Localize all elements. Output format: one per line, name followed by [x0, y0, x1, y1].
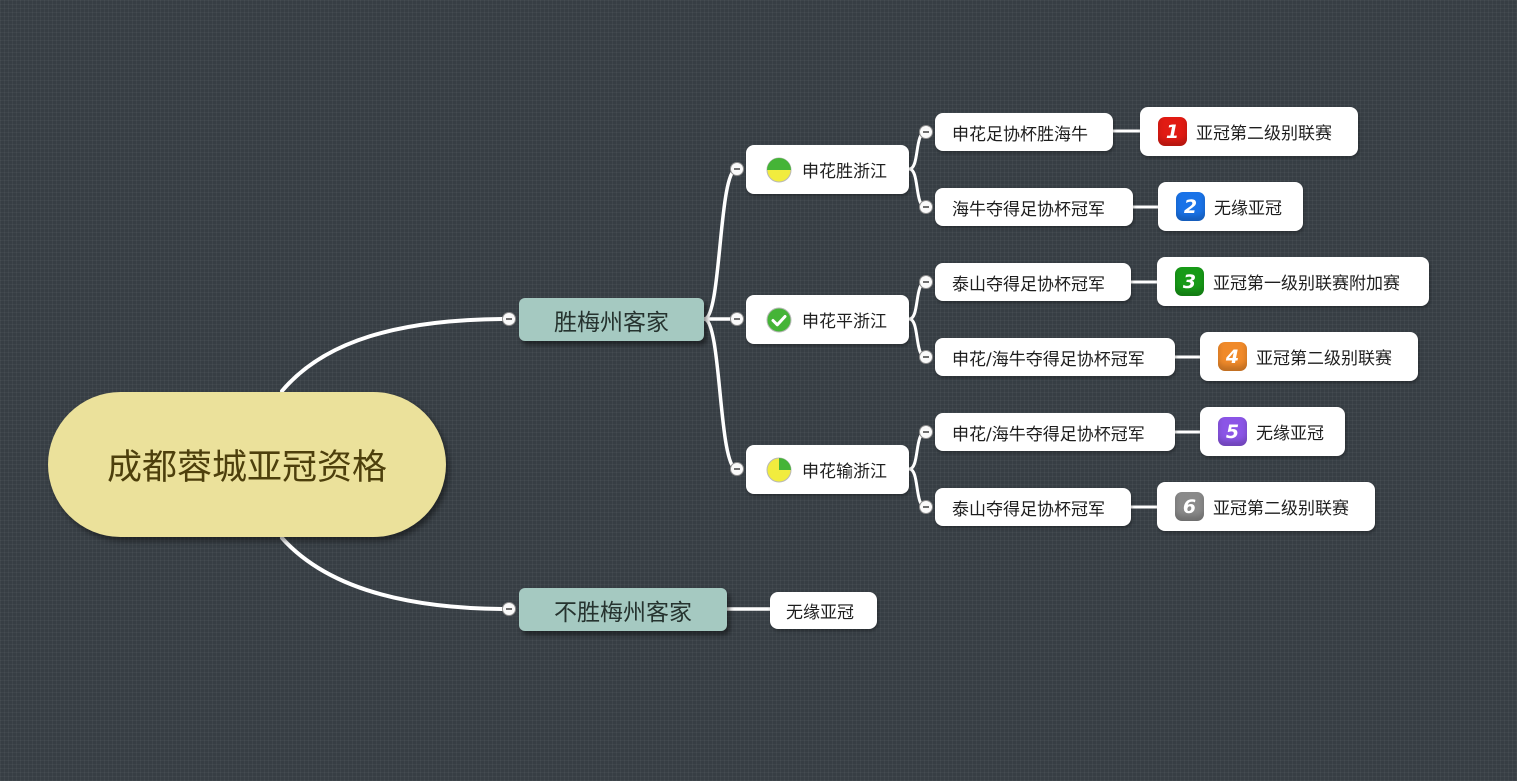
- root-to-branch-2-connector: [280, 536, 504, 611]
- half-progress-icon: [766, 157, 792, 183]
- subtopic-shenhua-lose-zhejiang[interactable]: 申花输浙江: [746, 445, 909, 494]
- condition-label: 申花/海牛夺得足协杯冠军: [952, 424, 1145, 445]
- condition-topic[interactable]: 申花足协杯胜海牛: [935, 113, 1113, 151]
- outcome-topic-1[interactable]: 1 亚冠第二级别联赛: [1140, 107, 1358, 156]
- subtopic-label: 申花胜浙江: [802, 162, 887, 182]
- outcome-label: 无缘亚冠: [786, 603, 854, 623]
- collapse-toggle-icon[interactable]: [919, 200, 933, 214]
- number-1-badge-icon: 1: [1158, 117, 1187, 146]
- collapse-toggle-icon[interactable]: [730, 462, 744, 476]
- condition-topic[interactable]: 申花/海牛夺得足协杯冠军: [935, 413, 1175, 451]
- branch-topic-win-meizhou[interactable]: 胜梅州客家: [519, 298, 704, 341]
- outcome-label: 亚冠第一级别联赛附加赛: [1213, 274, 1400, 294]
- outcome-label: 亚冠第二级别联赛: [1213, 499, 1349, 519]
- outcome-topic-6[interactable]: 6 亚冠第二级别联赛: [1157, 482, 1375, 531]
- collapse-toggle-icon[interactable]: [919, 275, 933, 289]
- branch-topic-not-win-meizhou[interactable]: 不胜梅州客家: [519, 588, 727, 631]
- condition-topic[interactable]: 泰山夺得足协杯冠军: [935, 263, 1131, 301]
- condition-label: 海牛夺得足协杯冠军: [952, 199, 1105, 220]
- number-6-badge-icon: 6: [1175, 492, 1204, 521]
- number-4-badge-icon: 4: [1218, 342, 1247, 371]
- outcome-topic-5[interactable]: 5 无缘亚冠: [1200, 407, 1345, 456]
- branch-topic-label: 不胜梅州客家: [554, 599, 692, 626]
- subtopic-label: 申花平浙江: [802, 312, 887, 332]
- root-to-branch-1-connector: [280, 317, 504, 393]
- number-5-badge-icon: 5: [1218, 417, 1247, 446]
- outcome-topic-4[interactable]: 4 亚冠第二级别联赛: [1200, 332, 1418, 381]
- condition-topic[interactable]: 海牛夺得足协杯冠军: [935, 188, 1133, 226]
- subtopic-shenhua-draw-zhejiang[interactable]: 申花平浙江: [746, 295, 909, 344]
- outcome-label: 无缘亚冠: [1256, 424, 1324, 444]
- condition-topic[interactable]: 申花/海牛夺得足协杯冠军: [935, 338, 1175, 376]
- condition-label: 泰山夺得足协杯冠军: [952, 499, 1105, 520]
- outcome-topic-no-qualification[interactable]: 无缘亚冠: [770, 592, 877, 629]
- condition-label: 泰山夺得足协杯冠军: [952, 274, 1105, 295]
- branch-1-to-subtopic-c-connector: [702, 317, 739, 471]
- root-topic[interactable]: 成都蓉城亚冠资格: [48, 392, 446, 537]
- number-3-badge-icon: 3: [1175, 267, 1204, 296]
- root-topic-label: 成都蓉城亚冠资格: [106, 448, 387, 488]
- subtopic-label: 申花输浙江: [802, 462, 887, 482]
- outcome-label: 无缘亚冠: [1214, 199, 1282, 219]
- subtopic-shenhua-beat-zhejiang[interactable]: 申花胜浙江: [746, 145, 909, 194]
- outcome-label: 亚冠第二级别联赛: [1196, 124, 1332, 144]
- condition-topic[interactable]: 泰山夺得足协杯冠军: [935, 488, 1131, 526]
- collapse-toggle-icon[interactable]: [730, 162, 744, 176]
- check-icon: [766, 307, 792, 333]
- branch-topic-label: 胜梅州客家: [554, 309, 669, 336]
- collapse-toggle-icon[interactable]: [919, 425, 933, 439]
- collapse-toggle-icon[interactable]: [919, 500, 933, 514]
- condition-label: 申花/海牛夺得足协杯冠军: [952, 349, 1145, 370]
- collapse-toggle-icon[interactable]: [730, 312, 744, 326]
- branch-1-to-subtopic-a-connector: [702, 167, 739, 321]
- collapse-toggle-icon[interactable]: [502, 312, 516, 326]
- outcome-label: 亚冠第二级别联赛: [1256, 349, 1392, 369]
- collapse-toggle-icon[interactable]: [502, 602, 516, 616]
- condition-label: 申花足协杯胜海牛: [952, 124, 1088, 145]
- collapse-toggle-icon[interactable]: [919, 350, 933, 364]
- collapse-toggle-icon[interactable]: [919, 125, 933, 139]
- outcome-topic-2[interactable]: 2 无缘亚冠: [1158, 182, 1303, 231]
- quarter-progress-icon: [766, 457, 792, 483]
- number-2-badge-icon: 2: [1176, 192, 1205, 221]
- outcome-topic-3[interactable]: 3 亚冠第一级别联赛附加赛: [1157, 257, 1429, 306]
